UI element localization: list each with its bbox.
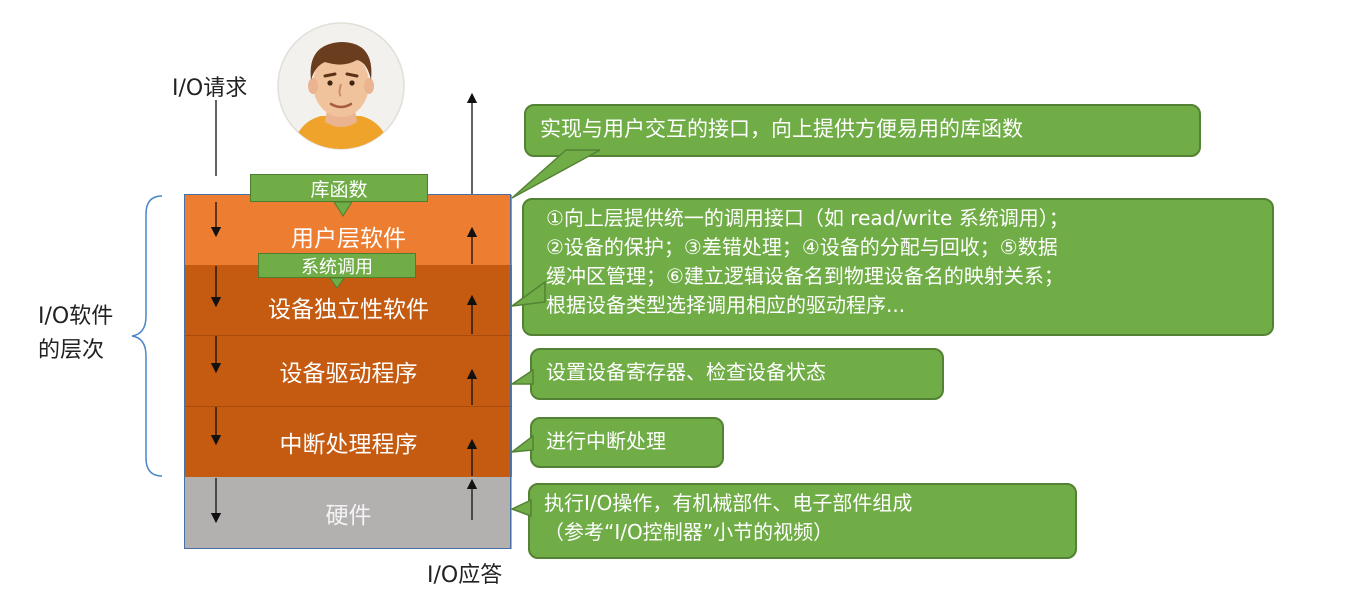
note-independent-line-3: 缓冲区管理；⑥建立逻辑设备名到物理设备名的映射关系；: [546, 264, 1064, 288]
layer-user-software-label: 用户层软件: [291, 226, 406, 252]
library-to-user-arrow-icon: [333, 201, 353, 217]
user-avatar-icon: [277, 22, 405, 150]
note-hardware-line-1: 执行I/O操作，有机械部件、电子部件组成: [544, 491, 913, 515]
layer-interrupt-handler: 中断处理程序: [185, 406, 512, 477]
side-label-line-1: I/O软件: [38, 304, 114, 329]
pointer-interrupt-note: [509, 434, 534, 453]
note-interrupt-handler-text: 进行中断处理: [546, 429, 666, 453]
avatar: [277, 22, 405, 150]
layer-hardware: 硬件: [185, 477, 512, 549]
side-label-line-2: 的层次: [38, 338, 105, 364]
layer-device-driver-label: 设备驱动程序: [279, 361, 418, 387]
note-independent-line-4: 根据设备类型选择调用相应的驱动程序...: [546, 293, 906, 317]
note-independent-line-1: ①向上层提供统一的调用接口（如 read/write 系统调用）；: [546, 206, 1069, 230]
system-call-tag: 系统调用: [258, 253, 416, 278]
library-function-tag: 库函数: [250, 174, 428, 202]
layer-interrupt-handler-label: 中断处理程序: [279, 432, 418, 458]
pointer-user-note: [511, 149, 601, 199]
note-user-software-text: 实现与用户交互的接口，向上提供方便易用的库函数: [540, 117, 1023, 141]
layer-hardware-label: 硬件: [325, 503, 372, 529]
pointer-independent-note: [509, 280, 546, 308]
note-independent-line-2: ②设备的保护；③差错处理；④设备的分配与回收；⑤数据: [546, 235, 1058, 259]
note-hardware: 执行I/O操作，有机械部件、电子部件组成 （参考“I/O控制器”小节的视频）: [528, 483, 1077, 559]
pointer-hardware-note: [510, 498, 532, 518]
note-hardware-line-2: （参考“I/O控制器”小节的视频）: [544, 520, 834, 544]
layer-device-independent-label: 设备独立性软件: [268, 297, 429, 323]
io-response-label: I/O应答: [427, 563, 503, 588]
note-device-independent: ①向上层提供统一的调用接口（如 read/write 系统调用）； ②设备的保护…: [522, 198, 1274, 336]
note-device-driver: 设置设备寄存器、检查设备状态: [530, 348, 944, 400]
io-software-levels-label: I/O软件 的层次: [38, 300, 113, 368]
pointer-driver-note: [509, 368, 534, 385]
syscall-to-independent-arrow-icon: [329, 277, 345, 289]
system-call-label: 系统调用: [301, 256, 373, 278]
levels-brace: [131, 195, 163, 477]
note-user-software: 实现与用户交互的接口，向上提供方便易用的库函数: [524, 104, 1201, 157]
io-request-label: I/O请求: [172, 76, 248, 101]
layer-device-driver: 设备驱动程序: [185, 335, 512, 406]
note-interrupt-handler: 进行中断处理: [530, 417, 724, 468]
library-function-label: 库函数: [310, 178, 368, 201]
note-device-driver-text: 设置设备寄存器、检查设备状态: [546, 360, 826, 384]
